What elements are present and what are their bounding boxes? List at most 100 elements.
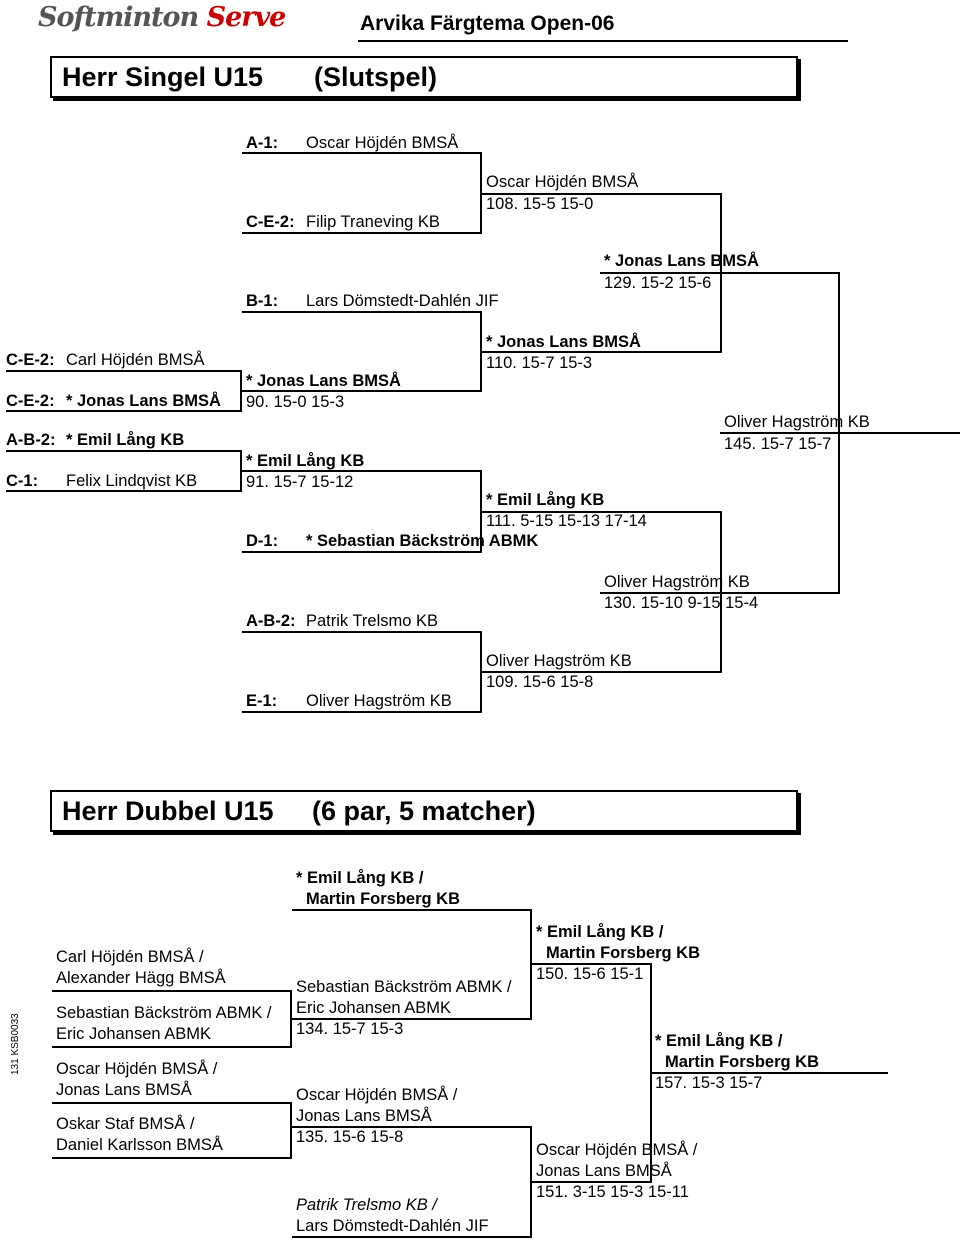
bracket-line — [600, 272, 840, 274]
pair-player1: Sebastian Bäckström ABMK / — [56, 1004, 272, 1022]
seed-label: C-E-2: — [246, 213, 295, 231]
seed-label: C-E-2: — [6, 392, 55, 410]
bracket-line — [482, 351, 722, 353]
bracket-line — [292, 1126, 532, 1128]
seed-label: D-1: — [246, 532, 279, 550]
bracket-line — [482, 671, 722, 673]
bracket-line — [52, 1157, 292, 1159]
match-result: 109. 15-6 15-8 — [486, 673, 594, 691]
bracket-line — [290, 990, 292, 1048]
bracket-line — [650, 963, 652, 1183]
match-winner: Oliver Hagström KB — [486, 652, 632, 670]
match-result: 108. 15-5 15-0 — [486, 195, 594, 213]
pair-player2: Daniel Karlsson BMSÅ — [56, 1136, 223, 1154]
bracket-line — [52, 990, 292, 992]
seed-label: C-E-2: — [6, 351, 55, 369]
singel-title-box: Herr Singel U15 (Slutspel) — [50, 56, 798, 98]
pair-player1: Oskar Staf BMSÅ / — [56, 1115, 195, 1133]
match-result: 91. 15-7 15-12 — [246, 473, 354, 491]
match-result: 130. 15-10 9-15 15-4 — [604, 594, 759, 612]
pair-player2: Martin Forsberg KB — [665, 1053, 820, 1071]
bracket-line — [480, 311, 482, 392]
pair-player1: * Emil Lång KB / — [655, 1032, 783, 1050]
match-winner: Oscar Höjdén BMSÅ — [486, 173, 639, 191]
bracket-line — [242, 551, 482, 553]
bracket-line — [242, 152, 482, 154]
seed-label: A-B-2: — [246, 612, 296, 630]
softminton-logo: Softminton Serve — [38, 2, 286, 33]
bracket-line — [482, 193, 722, 195]
bracket-line — [240, 370, 242, 412]
bracket-line — [242, 232, 482, 234]
bracket-line — [652, 1072, 888, 1074]
player-name: * Sebastian Bäckström ABMK — [306, 532, 539, 550]
match-result: 111. 5-15 15-13 17-14 — [486, 512, 647, 530]
sheet-code: 131 KSB0033 — [10, 1013, 21, 1075]
bracket-line — [6, 410, 242, 412]
match-result: 129. 15-2 15-6 — [604, 274, 712, 292]
pair-player1: Patrik Trelsmo KB / — [296, 1196, 437, 1214]
pair-player1: Oscar Höjdén BMSÅ / — [56, 1060, 218, 1078]
bracket-line — [482, 511, 722, 513]
dubbel-title: Herr Dubbel U15 — [62, 796, 274, 826]
seed-label: B-1: — [246, 292, 279, 310]
player-name: * Emil Lång KB — [66, 431, 185, 449]
player-name: Oscar Höjdén BMSÅ — [306, 134, 459, 152]
dubbel-title-box: Herr Dubbel U15 (6 par, 5 matcher) — [50, 790, 798, 832]
bracket-line — [292, 909, 532, 911]
match-winner: Oliver Hagström KB — [604, 573, 750, 591]
final-winner: Oliver Hagström KB — [724, 413, 870, 431]
player-name: Carl Höjdén BMSÅ — [66, 351, 205, 369]
match-result: 134. 15-7 15-3 — [296, 1020, 404, 1038]
bracket-line — [242, 711, 482, 713]
singel-subtitle: (Slutspel) — [314, 62, 438, 92]
match-winner: * Emil Lång KB — [486, 491, 605, 509]
match-winner: * Emil Lång KB — [246, 452, 365, 470]
bracket-line — [242, 631, 482, 633]
player-name: Filip Traneving KB — [306, 213, 440, 231]
match-winner: * Jonas Lans BMSÅ — [486, 333, 641, 351]
pair-player2: Martin Forsberg KB — [546, 944, 701, 962]
player-name: Patrik Trelsmo KB — [306, 612, 439, 630]
pair-player1: Oscar Höjdén BMSÅ / — [536, 1141, 698, 1159]
bracket-line — [242, 311, 482, 313]
pair-player2: Martin Forsberg KB — [306, 890, 461, 908]
bracket-line — [52, 1102, 292, 1104]
bracket-line — [480, 152, 482, 234]
match-result: 90. 15-0 15-3 — [246, 393, 345, 411]
bracket-line — [600, 592, 840, 594]
pair-player1: Oscar Höjdén BMSÅ / — [296, 1086, 458, 1104]
bracket-line — [240, 450, 242, 492]
bracket-line — [480, 470, 482, 553]
bracket-line — [242, 470, 482, 472]
dubbel-subtitle: (6 par, 5 matcher) — [312, 796, 536, 826]
seed-label: A-1: — [246, 134, 279, 152]
final-result: 145. 15-7 15-7 — [724, 435, 832, 453]
event-title: Arvika Färgtema Open-06 — [360, 12, 615, 35]
bracket-line — [530, 1126, 532, 1238]
match-result: 150. 15-6 15-1 — [536, 965, 644, 983]
bracket-line — [52, 1046, 292, 1048]
pair-player2: Alexander Hägg BMSÅ — [56, 969, 226, 987]
bracket-line — [530, 909, 532, 1020]
player-name: Felix Lindqvist KB — [66, 472, 198, 490]
final-result: 157. 15-3 15-7 — [655, 1074, 763, 1092]
singel-title: Herr Singel U15 — [62, 62, 264, 92]
player-name: * Jonas Lans BMSÅ — [66, 392, 221, 410]
pair-player1: * Emil Lång KB / — [296, 869, 424, 887]
bracket-line — [480, 631, 482, 713]
match-winner: * Jonas Lans BMSÅ — [246, 372, 401, 390]
bracket-line — [532, 1181, 652, 1183]
match-result: 135. 15-6 15-8 — [296, 1128, 404, 1146]
pair-player2: Jonas Lans BMSÅ — [296, 1107, 432, 1125]
match-winner: * Jonas Lans BMSÅ — [604, 252, 759, 270]
header-underline — [358, 40, 848, 42]
pair-player2: Eric Johansen ABMK — [296, 999, 451, 1017]
pair-player1: * Emil Lång KB / — [536, 923, 664, 941]
match-result: 110. 15-7 15-3 — [486, 354, 593, 372]
pair-player1: Carl Höjdén BMSÅ / — [56, 948, 204, 966]
bracket-line — [6, 490, 242, 492]
bracket-line — [6, 370, 242, 372]
player-name: Oliver Hagström KB — [306, 692, 452, 710]
bracket-line — [242, 390, 482, 392]
